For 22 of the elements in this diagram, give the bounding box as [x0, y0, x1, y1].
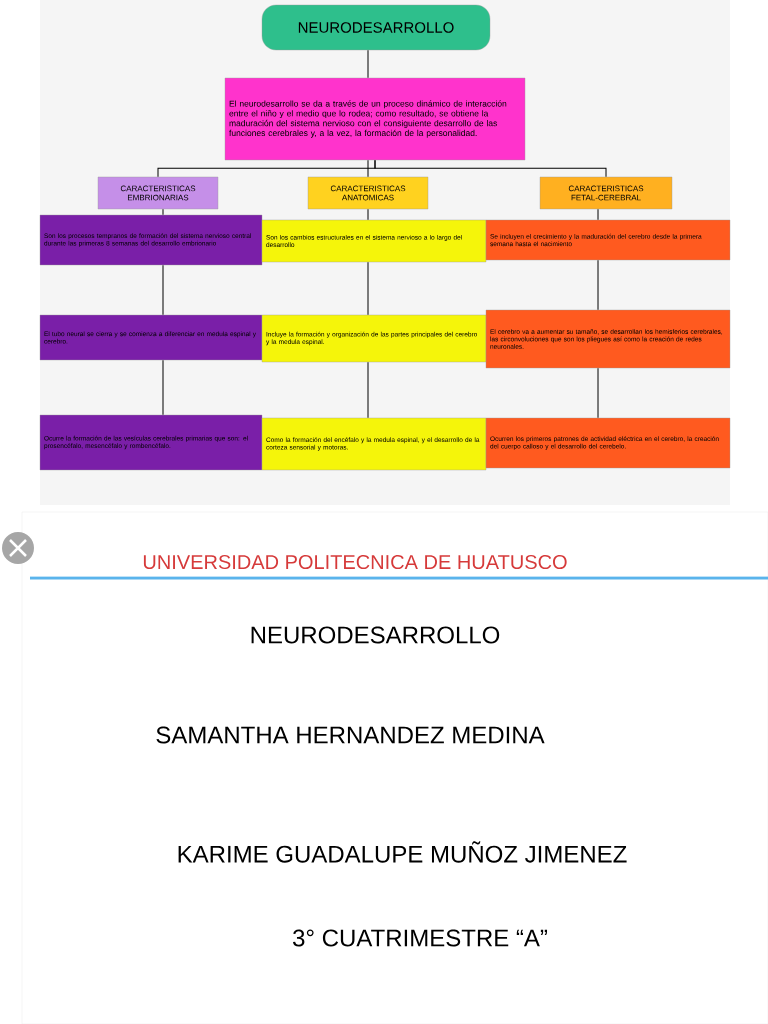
cover-text: KARIME GUADALUPE MUÑOZ JIMENEZ: [178, 841, 627, 863]
connector-line: [597, 367, 599, 419]
connector-line: [162, 359, 164, 416]
title-box: NEURODESARROLLO: [261, 4, 491, 51]
connector-line: [367, 159, 369, 178]
category-box: CARACTERISTICAS ANATOMICAS: [307, 176, 429, 210]
connector-line: [367, 361, 369, 419]
connector-line: [597, 208, 599, 221]
connector-line: [367, 261, 369, 316]
cover-text: UNIVERSIDAD POLITECNICA DE HUATUSCO: [143, 554, 567, 570]
cover-text: NEURODESARROLLO: [251, 626, 500, 644]
description-box: El neurodesarrollo se da a través de un proceso dinámico de interacción entre el niño y el medio que lo rodea; como resultado, se obtiene la maduración del sistema nervioso con el consiguiente desarrollo de las funciones cerebrales y, a la vez, la formación de la personalidad.: [224, 77, 526, 161]
connector-line: [367, 49, 369, 79]
cover-text: SAMANTHA HERNANDEZ MEDINA: [156, 726, 545, 744]
connector-line: [367, 208, 369, 221]
connector-line: [374, 159, 607, 178]
connector-line: [162, 264, 164, 316]
category-box: CARACTERISTICAS EMBRIONARIAS: [97, 176, 219, 210]
category-box: CARACTERISTICAS FETAL-CEREBRAL: [539, 176, 673, 210]
connector-line: [162, 208, 164, 216]
cover-text: 3° CUATRIMESTRE “A”: [293, 929, 547, 947]
connector-line: [597, 259, 599, 311]
